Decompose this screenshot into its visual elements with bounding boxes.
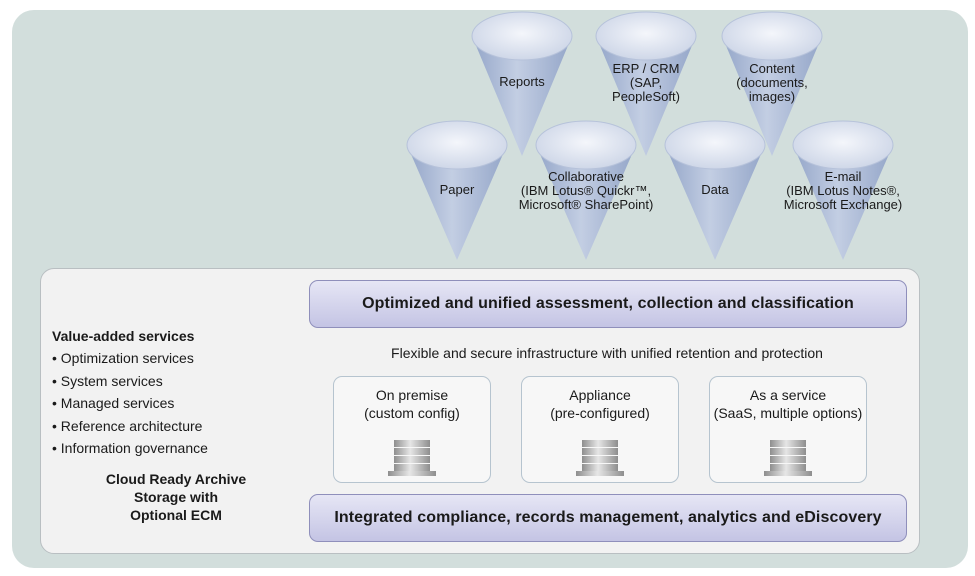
funnel-top bbox=[721, 11, 823, 61]
funnel-body bbox=[665, 145, 765, 260]
database-icon bbox=[764, 440, 812, 476]
funnel-label-line: Paper bbox=[439, 182, 475, 197]
funnel-label-line: Microsoft® SharePoint) bbox=[518, 197, 654, 212]
funnel-body bbox=[472, 36, 572, 156]
funnel-label-erp-crm: ERP / CRM(SAP,PeopleSoft) bbox=[566, 62, 726, 104]
funnel-top bbox=[471, 11, 573, 61]
funnel-body bbox=[793, 145, 893, 260]
database-disk bbox=[770, 440, 806, 447]
database-icon bbox=[388, 440, 436, 476]
funnel-label-line: ERP / CRM bbox=[612, 61, 680, 76]
deploy-appliance: Appliance (pre-configured) bbox=[521, 376, 679, 483]
database-disk bbox=[582, 448, 618, 455]
funnel-body bbox=[407, 145, 507, 260]
database-disk bbox=[770, 464, 806, 471]
funnel-erp-crm bbox=[595, 11, 697, 156]
database-base bbox=[388, 471, 436, 476]
database-disk bbox=[770, 456, 806, 463]
funnel-label-line: (IBM Lotus® Quickr™, bbox=[520, 183, 652, 198]
funnel-label-line: (documents, bbox=[736, 75, 808, 90]
funnel-label-email: E-mail(IBM Lotus Notes®,Microsoft Exchan… bbox=[763, 170, 923, 212]
database-base bbox=[576, 471, 624, 476]
compliance-banner: Integrated compliance, records managemen… bbox=[309, 494, 907, 542]
funnel-collaborative bbox=[535, 120, 637, 260]
funnel-label-line: (IBM Lotus Notes®, bbox=[786, 183, 900, 198]
database-disk bbox=[582, 440, 618, 447]
value-added-item: Optimization services bbox=[52, 347, 208, 370]
database-base bbox=[764, 471, 812, 476]
funnel-label-data: Data bbox=[635, 183, 795, 197]
funnel-label-collaborative: Collaborative(IBM Lotus® Quickr™,Microso… bbox=[506, 170, 666, 212]
funnel-data bbox=[664, 120, 766, 260]
deploy-as-a-service: As a service (SaaS, multiple options) bbox=[709, 376, 867, 483]
funnel-label-line: Content bbox=[749, 61, 795, 76]
deploy-on-premise-title: On premise (custom config) bbox=[364, 387, 460, 421]
deploy-on-premise: On premise (custom config) bbox=[333, 376, 491, 483]
funnel-top bbox=[664, 120, 766, 170]
deploy-appliance-title: Appliance (pre-configured) bbox=[550, 387, 650, 421]
value-added-item: System services bbox=[52, 370, 208, 393]
funnel-label-line: Collaborative bbox=[548, 169, 624, 184]
funnel-label-reports: Reports bbox=[442, 75, 602, 89]
funnel-top bbox=[792, 120, 894, 170]
value-added-list: Optimization services System services Ma… bbox=[52, 347, 208, 460]
funnel-body bbox=[722, 36, 822, 156]
value-added-item: Information governance bbox=[52, 437, 208, 460]
assessment-banner: Optimized and unified assessment, collec… bbox=[309, 280, 907, 328]
database-disk bbox=[394, 456, 430, 463]
value-added-item: Managed services bbox=[52, 392, 208, 415]
archive-title: Cloud Ready Archive Storage with Optiona… bbox=[105, 471, 247, 523]
funnel-body bbox=[596, 36, 696, 156]
funnel-label-line: E-mail bbox=[824, 169, 862, 184]
funnel-label-line: images) bbox=[748, 89, 796, 104]
funnel-email bbox=[792, 120, 894, 260]
deploy-as-a-service-title: As a service (SaaS, multiple options) bbox=[713, 387, 863, 421]
funnel-label-paper: Paper bbox=[377, 183, 537, 197]
source-funnels bbox=[406, 11, 894, 260]
database-disk bbox=[582, 456, 618, 463]
database-disk bbox=[582, 464, 618, 471]
funnel-label-line: Data bbox=[701, 182, 729, 197]
funnel-label-content: Content(documents,images) bbox=[692, 62, 852, 104]
database-icon bbox=[576, 440, 624, 476]
database-disk bbox=[394, 440, 430, 447]
database-disk bbox=[394, 464, 430, 471]
value-added-item: Reference architecture bbox=[52, 415, 208, 438]
funnel-label-line: Reports bbox=[499, 74, 545, 89]
funnel-top bbox=[406, 120, 508, 170]
funnel-top bbox=[535, 120, 637, 170]
funnel-label-line: (SAP, bbox=[629, 75, 663, 90]
funnel-label-line: Microsoft Exchange) bbox=[783, 197, 903, 212]
funnel-label-line: PeopleSoft) bbox=[612, 89, 680, 104]
funnel-paper bbox=[406, 120, 508, 260]
funnel-reports bbox=[471, 11, 573, 156]
funnel-content bbox=[721, 11, 823, 156]
infrastructure-text: Flexible and secure infrastructure with … bbox=[391, 345, 823, 361]
database-disk bbox=[394, 448, 430, 455]
database-disk bbox=[770, 448, 806, 455]
funnel-top bbox=[595, 11, 697, 61]
funnel-body bbox=[536, 145, 636, 260]
value-added-title: Value-added services bbox=[52, 328, 195, 344]
